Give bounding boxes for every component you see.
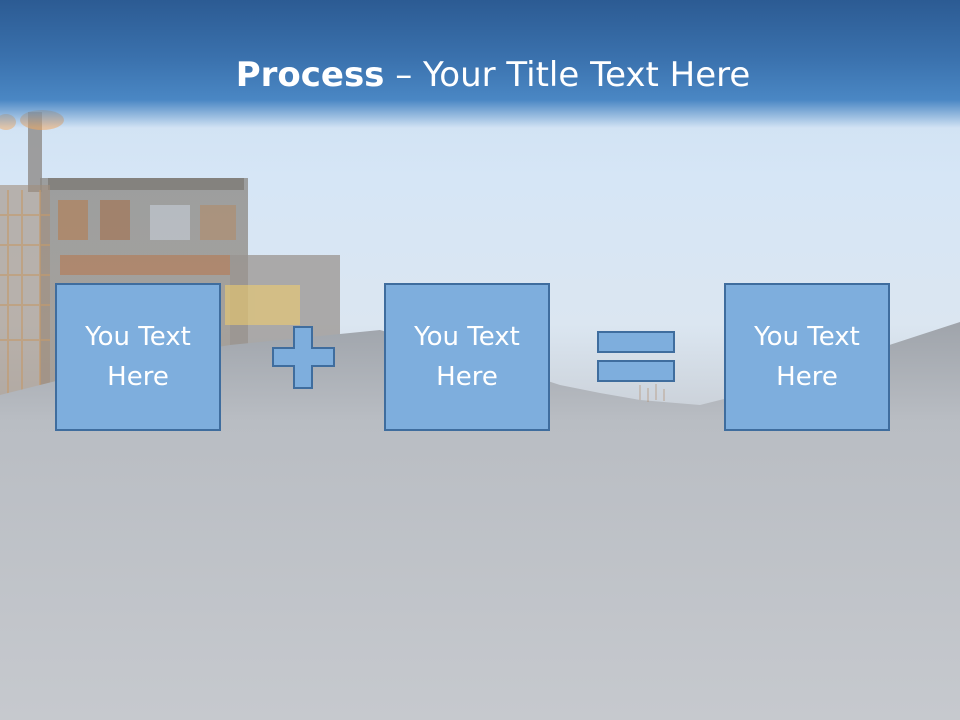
- process-box-2[interactable]: You Text Here: [384, 283, 550, 431]
- process-box-3[interactable]: You Text Here: [724, 283, 890, 431]
- title-bold: Process: [235, 55, 385, 95]
- plus-icon: [272, 326, 335, 389]
- process-box-text-line-2: Here: [776, 362, 838, 392]
- process-box-text-line-1: You Text: [85, 322, 191, 352]
- equals-icon: [597, 331, 675, 382]
- process-box-1[interactable]: You Text Here: [55, 283, 221, 431]
- slide-title: Process – Your Title Text Here: [0, 55, 960, 95]
- process-box-text-line-1: You Text: [414, 322, 520, 352]
- process-box-text-line-1: You Text: [754, 322, 860, 352]
- title-rest: – Your Title Text Here: [384, 55, 751, 95]
- process-box-text-line-2: Here: [436, 362, 498, 392]
- process-box-text-line-2: Here: [107, 362, 169, 392]
- title-bar: [0, 0, 960, 128]
